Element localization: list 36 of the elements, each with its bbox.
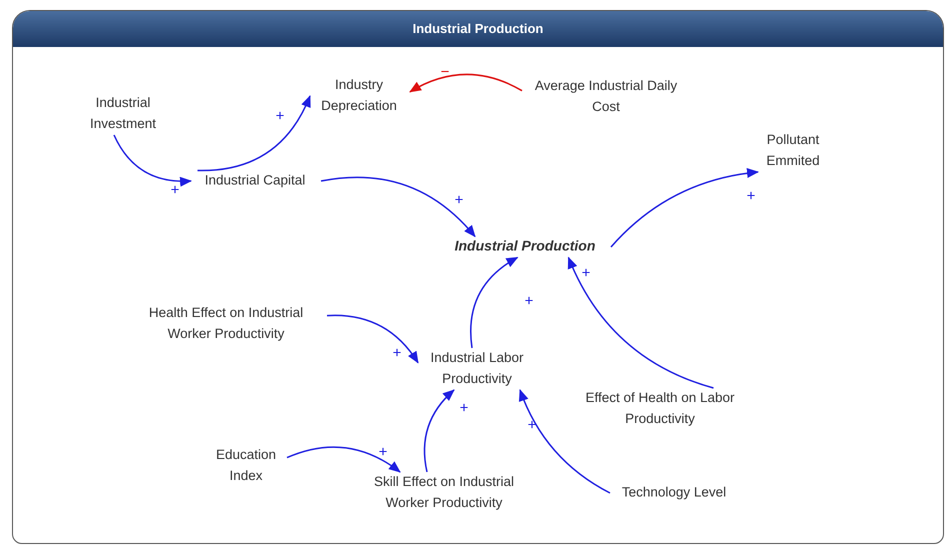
causal-arrow — [198, 95, 311, 172]
polarity-sign: + — [276, 108, 284, 124]
variable-label: Effect of Health on Labor Productivity — [585, 387, 735, 429]
variable-label: Health Effect on Industrial Worker Productivity — [126, 302, 326, 344]
variable-label: Industrial Investment — [73, 92, 173, 134]
variable-label: Industrial Production — [440, 236, 610, 256]
causal-arrow — [113, 134, 192, 186]
variable-label: Education Index — [206, 444, 286, 486]
variable-label: Technology Level — [609, 482, 739, 502]
causal-arrow — [568, 256, 714, 389]
variable-label: Industrial Capital — [190, 170, 320, 190]
variable-label: Industrial Labor Productivity — [417, 347, 537, 389]
polarity-sign: + — [460, 400, 468, 416]
causal-arrow — [519, 389, 610, 494]
polarity-sign: + — [378, 444, 388, 460]
variable-label: Industry Depreciation — [309, 74, 409, 116]
panel — [12, 10, 944, 544]
polarity-sign: + — [392, 346, 402, 360]
polarity-sign: + — [524, 294, 534, 308]
causal-arrow — [610, 168, 759, 248]
polarity-sign: + — [582, 266, 590, 280]
polarity-sign: + — [454, 192, 464, 208]
causal-arrow — [424, 389, 455, 472]
causal-arrow — [470, 256, 518, 348]
variable-label: Average Industrial Daily Cost — [521, 75, 691, 117]
variable-label: Skill Effect on Industrial Worker Productivity — [354, 471, 534, 513]
polarity-sign: + — [170, 182, 180, 198]
causal-arrow — [326, 314, 419, 364]
causal-arrow — [320, 176, 476, 238]
polarity-sign: + — [746, 188, 756, 204]
polarity-sign: + — [528, 418, 536, 432]
variable-label: Pollutant Emmited — [753, 129, 833, 171]
causal-arrow — [409, 74, 522, 92]
causal-arrow — [286, 446, 401, 473]
polarity-sign: − — [440, 64, 450, 80]
panel-title: Industrial Production — [412, 20, 544, 38]
